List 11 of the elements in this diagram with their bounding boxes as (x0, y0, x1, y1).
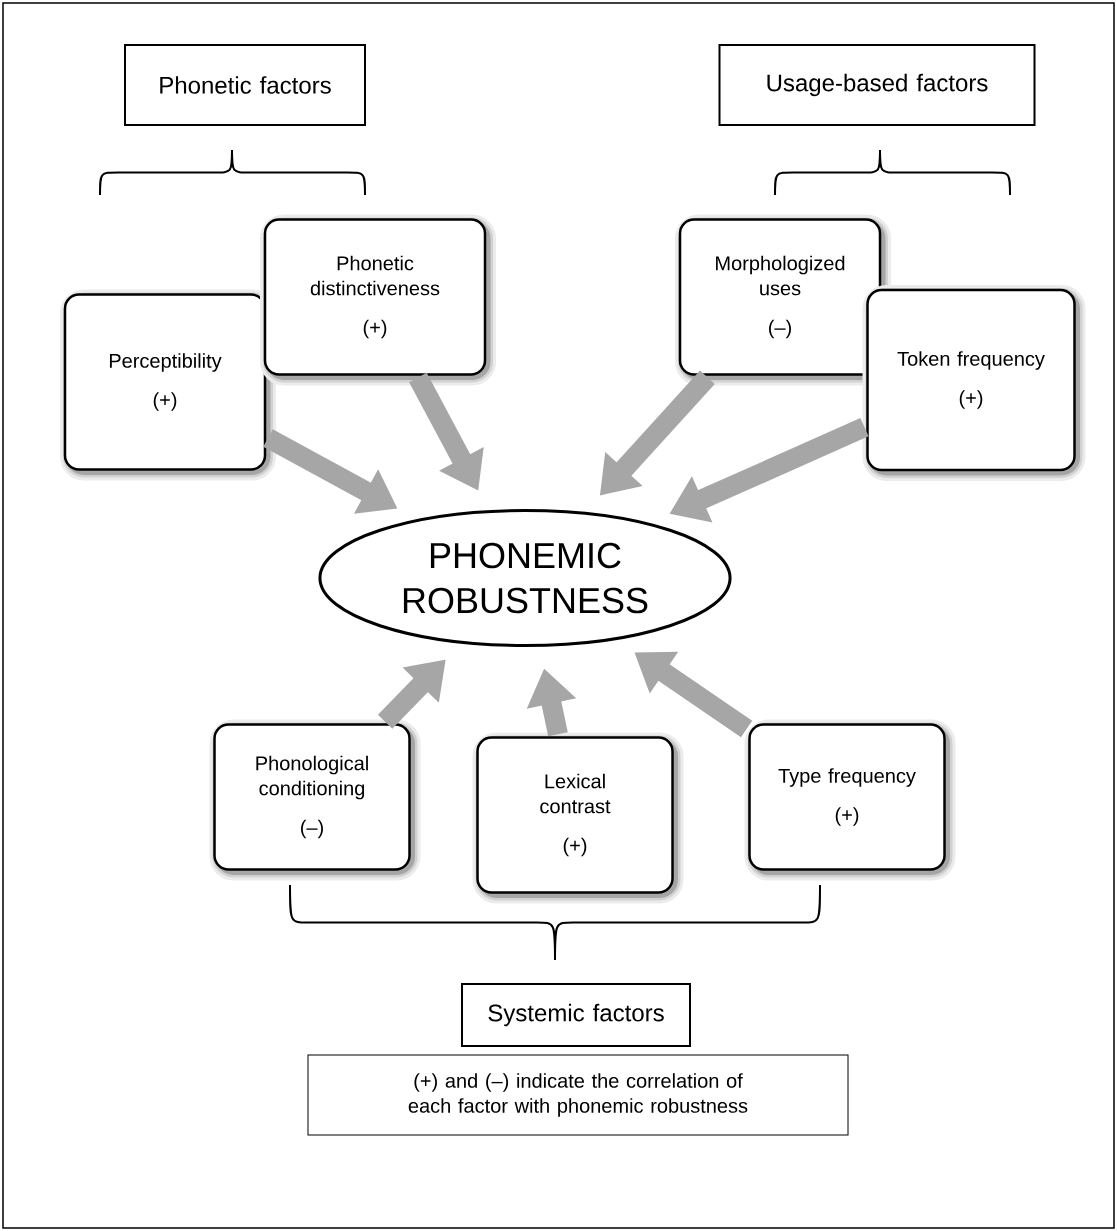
group-label-box: Phonetic factors (124, 44, 366, 126)
factor-box: Perceptibility (+) (60, 289, 276, 481)
factor-box: Morphologized uses (–) (675, 214, 891, 386)
factor-box: Type frequency (+) (744, 719, 956, 881)
group-label-box: Systemic factors (461, 983, 691, 1047)
group-label-box: Usage-based factors (718, 44, 1036, 126)
note-box: (+) and (–) indicate the correlation of each factor with phonemic robustness (307, 1054, 849, 1136)
factor-box: Phonological conditioning (–) (209, 719, 421, 881)
factor-box: Lexical contrast (+) (472, 732, 684, 904)
factor-box: Token frequency (+) (862, 285, 1086, 481)
factor-box: Phonetic distinctiveness (+) (260, 214, 496, 386)
